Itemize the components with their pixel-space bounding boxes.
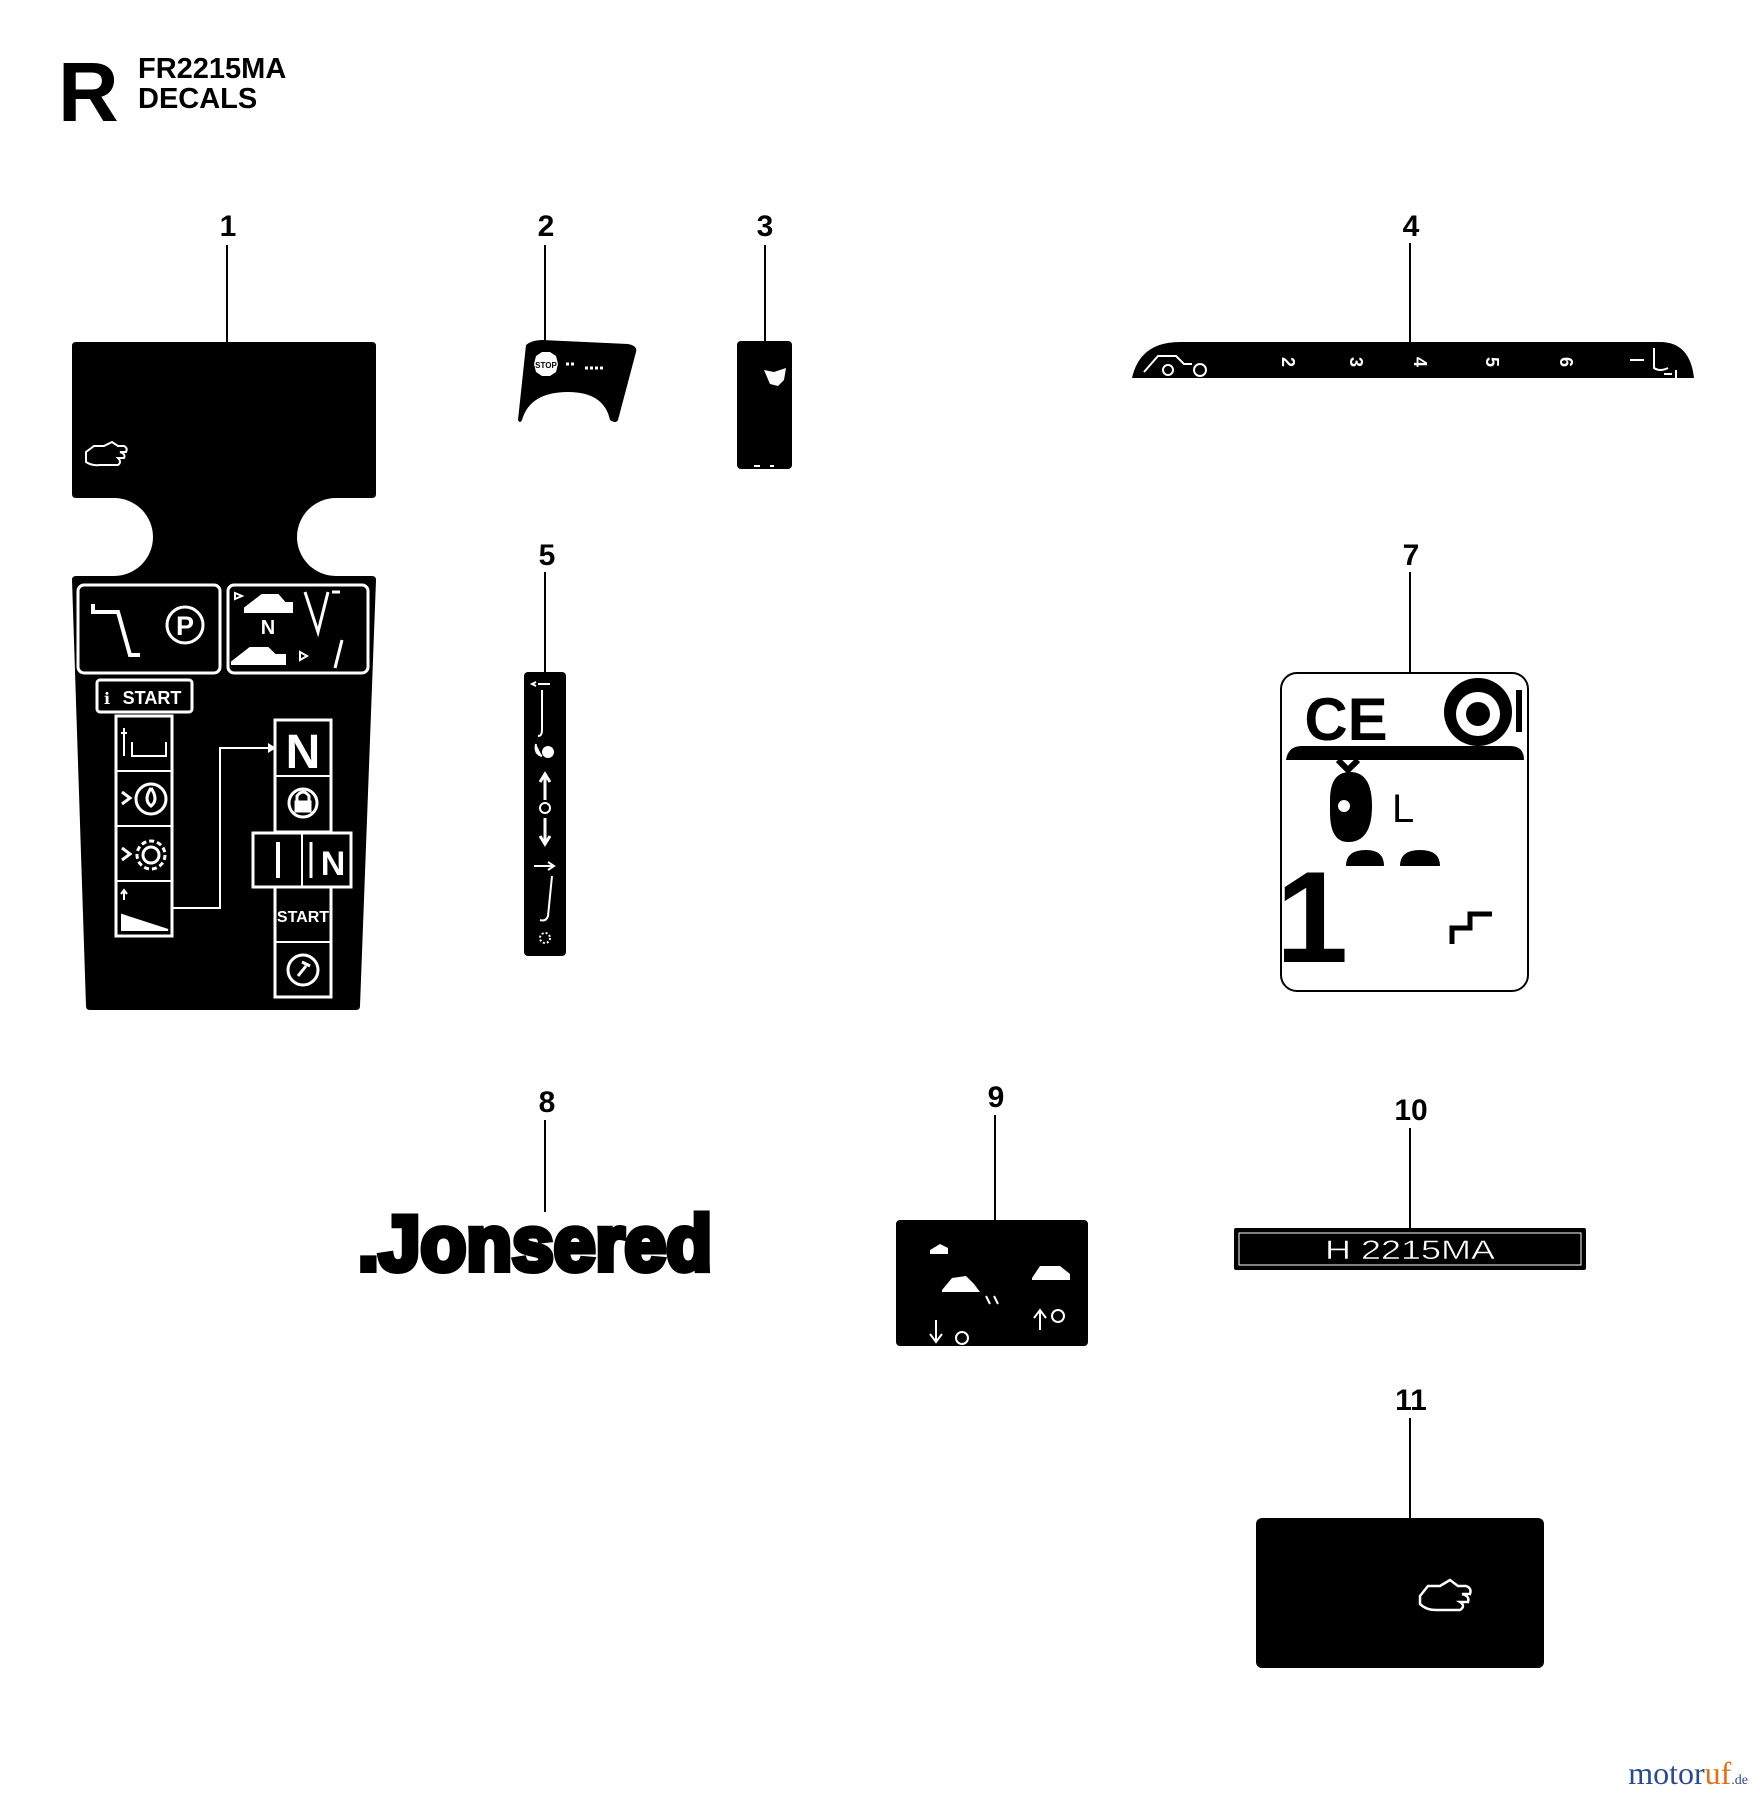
height-scale: 2 3 4 5 6	[1278, 357, 1576, 367]
decal-1: P N ℹ START	[72, 342, 376, 1010]
mower-reverse-icon	[231, 647, 310, 665]
decal-5	[524, 672, 566, 956]
start-label-2: START	[277, 909, 329, 926]
ignition-key-icon	[286, 953, 320, 987]
hand-warning-icon	[1418, 1578, 1472, 1612]
watermark-tld: .de	[1731, 1773, 1748, 1788]
callout-number: 11	[1395, 1384, 1427, 1417]
drive-lever-icon	[333, 639, 344, 669]
digit-fragment	[1346, 850, 1384, 866]
callout-number: 9	[988, 1081, 1005, 1114]
model-number: FR2215MA	[138, 53, 287, 85]
mower-forward-icon	[234, 591, 293, 613]
height-scale-label: 5	[1482, 357, 1502, 367]
model-title: FR2215MA DECALS	[138, 54, 286, 114]
decal-11-body	[1256, 1518, 1544, 1668]
mower-height-icon	[1143, 355, 1207, 377]
callout-numbers: 1 2 3 4 5 7 8 9 10 11	[220, 210, 1428, 1417]
brand-logo-outline: .Jonsered	[358, 1199, 712, 1287]
park-label: P	[176, 611, 194, 641]
lever-engage-icon	[1630, 348, 1677, 378]
model-plate-text: H 2215MA	[1325, 1235, 1495, 1265]
decal-3-body	[737, 341, 792, 469]
watermark-accent: uf	[1704, 1755, 1732, 1791]
noise-level-icon	[1330, 757, 1372, 842]
section-title: DECALS	[138, 83, 258, 115]
neutral-label: N	[261, 617, 275, 639]
start-sequence-arrow	[172, 747, 270, 909]
hand-warning-icon	[85, 440, 128, 467]
decal-9-body	[896, 1220, 1088, 1346]
stop-sign-icon	[534, 352, 558, 376]
neutral-big: N	[286, 726, 321, 779]
info-glyph: ℹ	[104, 691, 110, 708]
park-icon	[165, 605, 205, 645]
mower-small-icon	[918, 1244, 948, 1254]
callout-number: 10	[1394, 1094, 1427, 1127]
lock-icon	[287, 787, 319, 819]
decal-8: .Jonsered .Jonsered	[355, 1196, 715, 1290]
section-letter: R	[58, 45, 119, 139]
decal-2: STOP	[518, 340, 637, 422]
dba-unit-mark	[1449, 911, 1492, 944]
start-label: START	[123, 688, 182, 708]
watermark-logo: motoruf.de	[1628, 1755, 1748, 1792]
raise-arrow-icon	[1033, 1308, 1047, 1330]
decal-10: H 2215MA	[1234, 1228, 1586, 1270]
drive-pedal-icon	[303, 590, 340, 638]
start-tab	[95, 678, 194, 714]
noise-label-l: L	[1392, 787, 1414, 831]
callout-number: 8	[539, 1086, 556, 1119]
oil-gear-icon	[121, 839, 167, 871]
blade-icon	[534, 743, 554, 758]
ce-mark: CE	[1304, 686, 1387, 753]
manual-icon	[121, 728, 167, 757]
decal-9	[896, 1220, 1088, 1346]
mower-deck-icon	[942, 1276, 980, 1292]
decal-4: 2 3 4 5 6	[1132, 342, 1694, 378]
callout-number: 1	[220, 210, 237, 243]
ear-icon-note	[1516, 690, 1522, 732]
up-arrow-icon	[538, 771, 552, 800]
decal-10-body	[1234, 1228, 1586, 1270]
stop-info-marks	[566, 362, 604, 370]
decal-7: CE L 1	[1276, 672, 1529, 992]
brake-pedal-icon	[91, 604, 140, 657]
throttle-lever-icon	[529, 681, 550, 737]
height-scale-label: 6	[1556, 357, 1576, 367]
digit-fragment	[1400, 850, 1440, 866]
height-scale-label: 3	[1346, 357, 1366, 367]
choke-icon	[120, 888, 169, 931]
neutral-small: N	[321, 845, 346, 883]
fuel-icon	[121, 782, 168, 816]
mower-raised-icon	[1032, 1266, 1070, 1280]
decal-11	[1256, 1518, 1544, 1668]
down-arrow-icon	[538, 818, 552, 847]
decal-3	[737, 341, 792, 469]
hare-icon	[764, 368, 786, 386]
separator-bar	[1286, 746, 1524, 760]
callout-number: 7	[1403, 539, 1420, 572]
decal-2-body	[518, 340, 637, 422]
callout-number: 2	[538, 210, 555, 243]
callout-leaders	[226, 243, 1411, 1518]
lever-down-icon	[534, 861, 556, 922]
callout-number: 5	[539, 539, 556, 572]
brand-logo: .Jonsered	[358, 1199, 712, 1287]
callout-number: 3	[757, 210, 774, 243]
callout-number: 4	[1403, 210, 1420, 243]
height-scale-label: 2	[1278, 357, 1298, 367]
watermark-main: motor	[1628, 1755, 1705, 1791]
stop-label: STOP	[535, 361, 557, 370]
blade-small-icon	[539, 932, 551, 944]
noise-value-digit: 1	[1276, 844, 1348, 990]
height-scale-label: 4	[1410, 357, 1430, 367]
brake-park-box	[76, 583, 222, 675]
lower-arrow-icon	[929, 1320, 943, 1344]
decal-4-body	[1132, 342, 1694, 378]
ear-protection-icon	[1444, 678, 1512, 746]
